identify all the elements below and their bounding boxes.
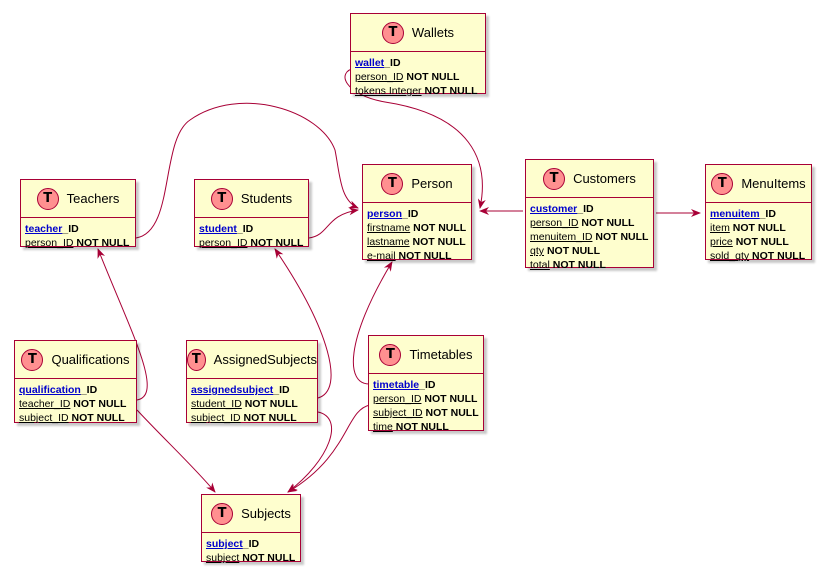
entity-header: T Person: [363, 165, 471, 203]
edge-teachers-person: [135, 102, 359, 239]
edge-qualifications-teachers: [97, 248, 148, 401]
field-row: total NOT NULL: [530, 259, 606, 271]
table-icon: T: [187, 348, 206, 371]
field-row: assignedsubject_ID: [191, 384, 290, 396]
field-row: person_ID NOT NULL: [530, 217, 635, 229]
entity-header: T Teachers: [21, 180, 135, 218]
entity-customers[interactable]: T Customers customer_ID person_ID NOT NU…: [525, 159, 654, 271]
table-icon: T: [711, 172, 734, 195]
entity-name: Subjects: [241, 506, 291, 521]
entity-students[interactable]: T Students student_ID person_ID NOT NULL: [194, 179, 309, 249]
entity-name: Person: [411, 176, 453, 191]
field-row: subject_ID NOT NULL: [191, 412, 297, 424]
field-row: person_ID NOT NULL: [25, 237, 130, 249]
table-icon: T: [381, 21, 404, 44]
field-row: tokens Integer NOT NULL: [355, 85, 478, 97]
entity-subjects[interactable]: T Subjects subject_ID subject NOT NULL: [201, 494, 301, 564]
entity-name: Wallets: [411, 25, 455, 40]
field-row: wallet_ID: [355, 57, 401, 69]
field-row: qty NOT NULL: [530, 245, 601, 257]
field-row: price NOT NULL: [710, 236, 789, 248]
table-icon: T: [36, 187, 59, 210]
field-row: subject_ID NOT NULL: [19, 412, 125, 424]
table-icon: T: [543, 167, 566, 190]
field-row: e-mail NOT NULL: [367, 250, 452, 262]
entity-header: T AssignedSubjects: [187, 341, 317, 379]
field-row: person_ID NOT NULL: [355, 71, 460, 83]
entity-qualifications[interactable]: T Qualifications qualification_ID teache…: [14, 340, 137, 424]
entity-name: Qualifications: [51, 352, 130, 367]
field-row: subject_ID: [206, 538, 260, 550]
entity-header: T Students: [195, 180, 308, 218]
table-icon: T: [21, 348, 44, 371]
field-row: menuitem_ID: [710, 208, 776, 220]
table-icon: T: [210, 187, 233, 210]
edge-timetables-subjects: [287, 404, 371, 493]
field-row: student_ID NOT NULL: [191, 398, 298, 410]
entity-header: T MenuItems: [706, 165, 811, 203]
field-row: subject NOT NULL: [206, 552, 296, 564]
entity-name: Timetables: [409, 347, 473, 362]
entity-name: AssignedSubjects: [213, 352, 317, 367]
entity-header: T Customers: [526, 160, 653, 198]
edge-wallets-person: [344, 67, 486, 209]
edge-qualifications-subjects: [136, 409, 216, 493]
edge-students-person: [308, 207, 359, 239]
edge-assignedsubjects-subjects: [287, 411, 333, 493]
field-row: time NOT NULL: [373, 421, 449, 433]
edge-timetables-person: [353, 261, 393, 385]
field-row: menuitem_ID NOT NULL: [530, 231, 649, 243]
field-row: sold_qty NOT NULL: [710, 250, 806, 262]
entity-header: T Timetables: [369, 336, 483, 374]
entity-assignedsubjects[interactable]: T AssignedSubjects assignedsubject_ID st…: [186, 340, 318, 424]
entity-teachers[interactable]: T Teachers teacher_ID person_ID NOT NULL: [20, 179, 136, 249]
edge-assignedsubjects-students: [274, 248, 332, 399]
field-row: lastname NOT NULL: [367, 236, 466, 248]
field-row: teacher_ID NOT NULL: [19, 398, 127, 410]
table-icon: T: [211, 502, 234, 525]
entity-name: Teachers: [66, 191, 120, 206]
field-row: customer_ID: [530, 203, 594, 215]
field-row: firstname NOT NULL: [367, 222, 467, 234]
table-icon: T: [381, 172, 404, 195]
field-row: person_ID: [367, 208, 419, 220]
entity-header: T Qualifications: [15, 341, 136, 379]
entity-header: T Subjects: [202, 495, 300, 533]
field-row: student_ID: [199, 223, 254, 235]
entity-header: T Wallets: [351, 14, 485, 52]
entity-name: Customers: [573, 171, 636, 186]
field-row: person_ID NOT NULL: [199, 237, 304, 249]
field-row: timetable_ID: [373, 379, 436, 391]
entity-timetables[interactable]: T Timetables timetable_ID person_ID NOT …: [368, 335, 484, 433]
table-icon: T: [379, 343, 402, 366]
field-row: person_ID NOT NULL: [373, 393, 478, 405]
field-row: item NOT NULL: [710, 222, 786, 234]
entity-menuitems[interactable]: T MenuItems menuitem_ID item NOT NULL pr…: [705, 164, 812, 262]
field-row: qualification_ID: [19, 384, 98, 396]
field-row: teacher_ID: [25, 223, 79, 235]
field-row: subject_ID NOT NULL: [373, 407, 479, 419]
entity-person[interactable]: T Person person_ID firstname NOT NULL la…: [362, 164, 472, 262]
entity-wallets[interactable]: T Wallets wallet_ID person_ID NOT NULL t…: [350, 13, 486, 97]
entity-name: MenuItems: [741, 176, 806, 191]
entity-name: Students: [240, 191, 293, 206]
